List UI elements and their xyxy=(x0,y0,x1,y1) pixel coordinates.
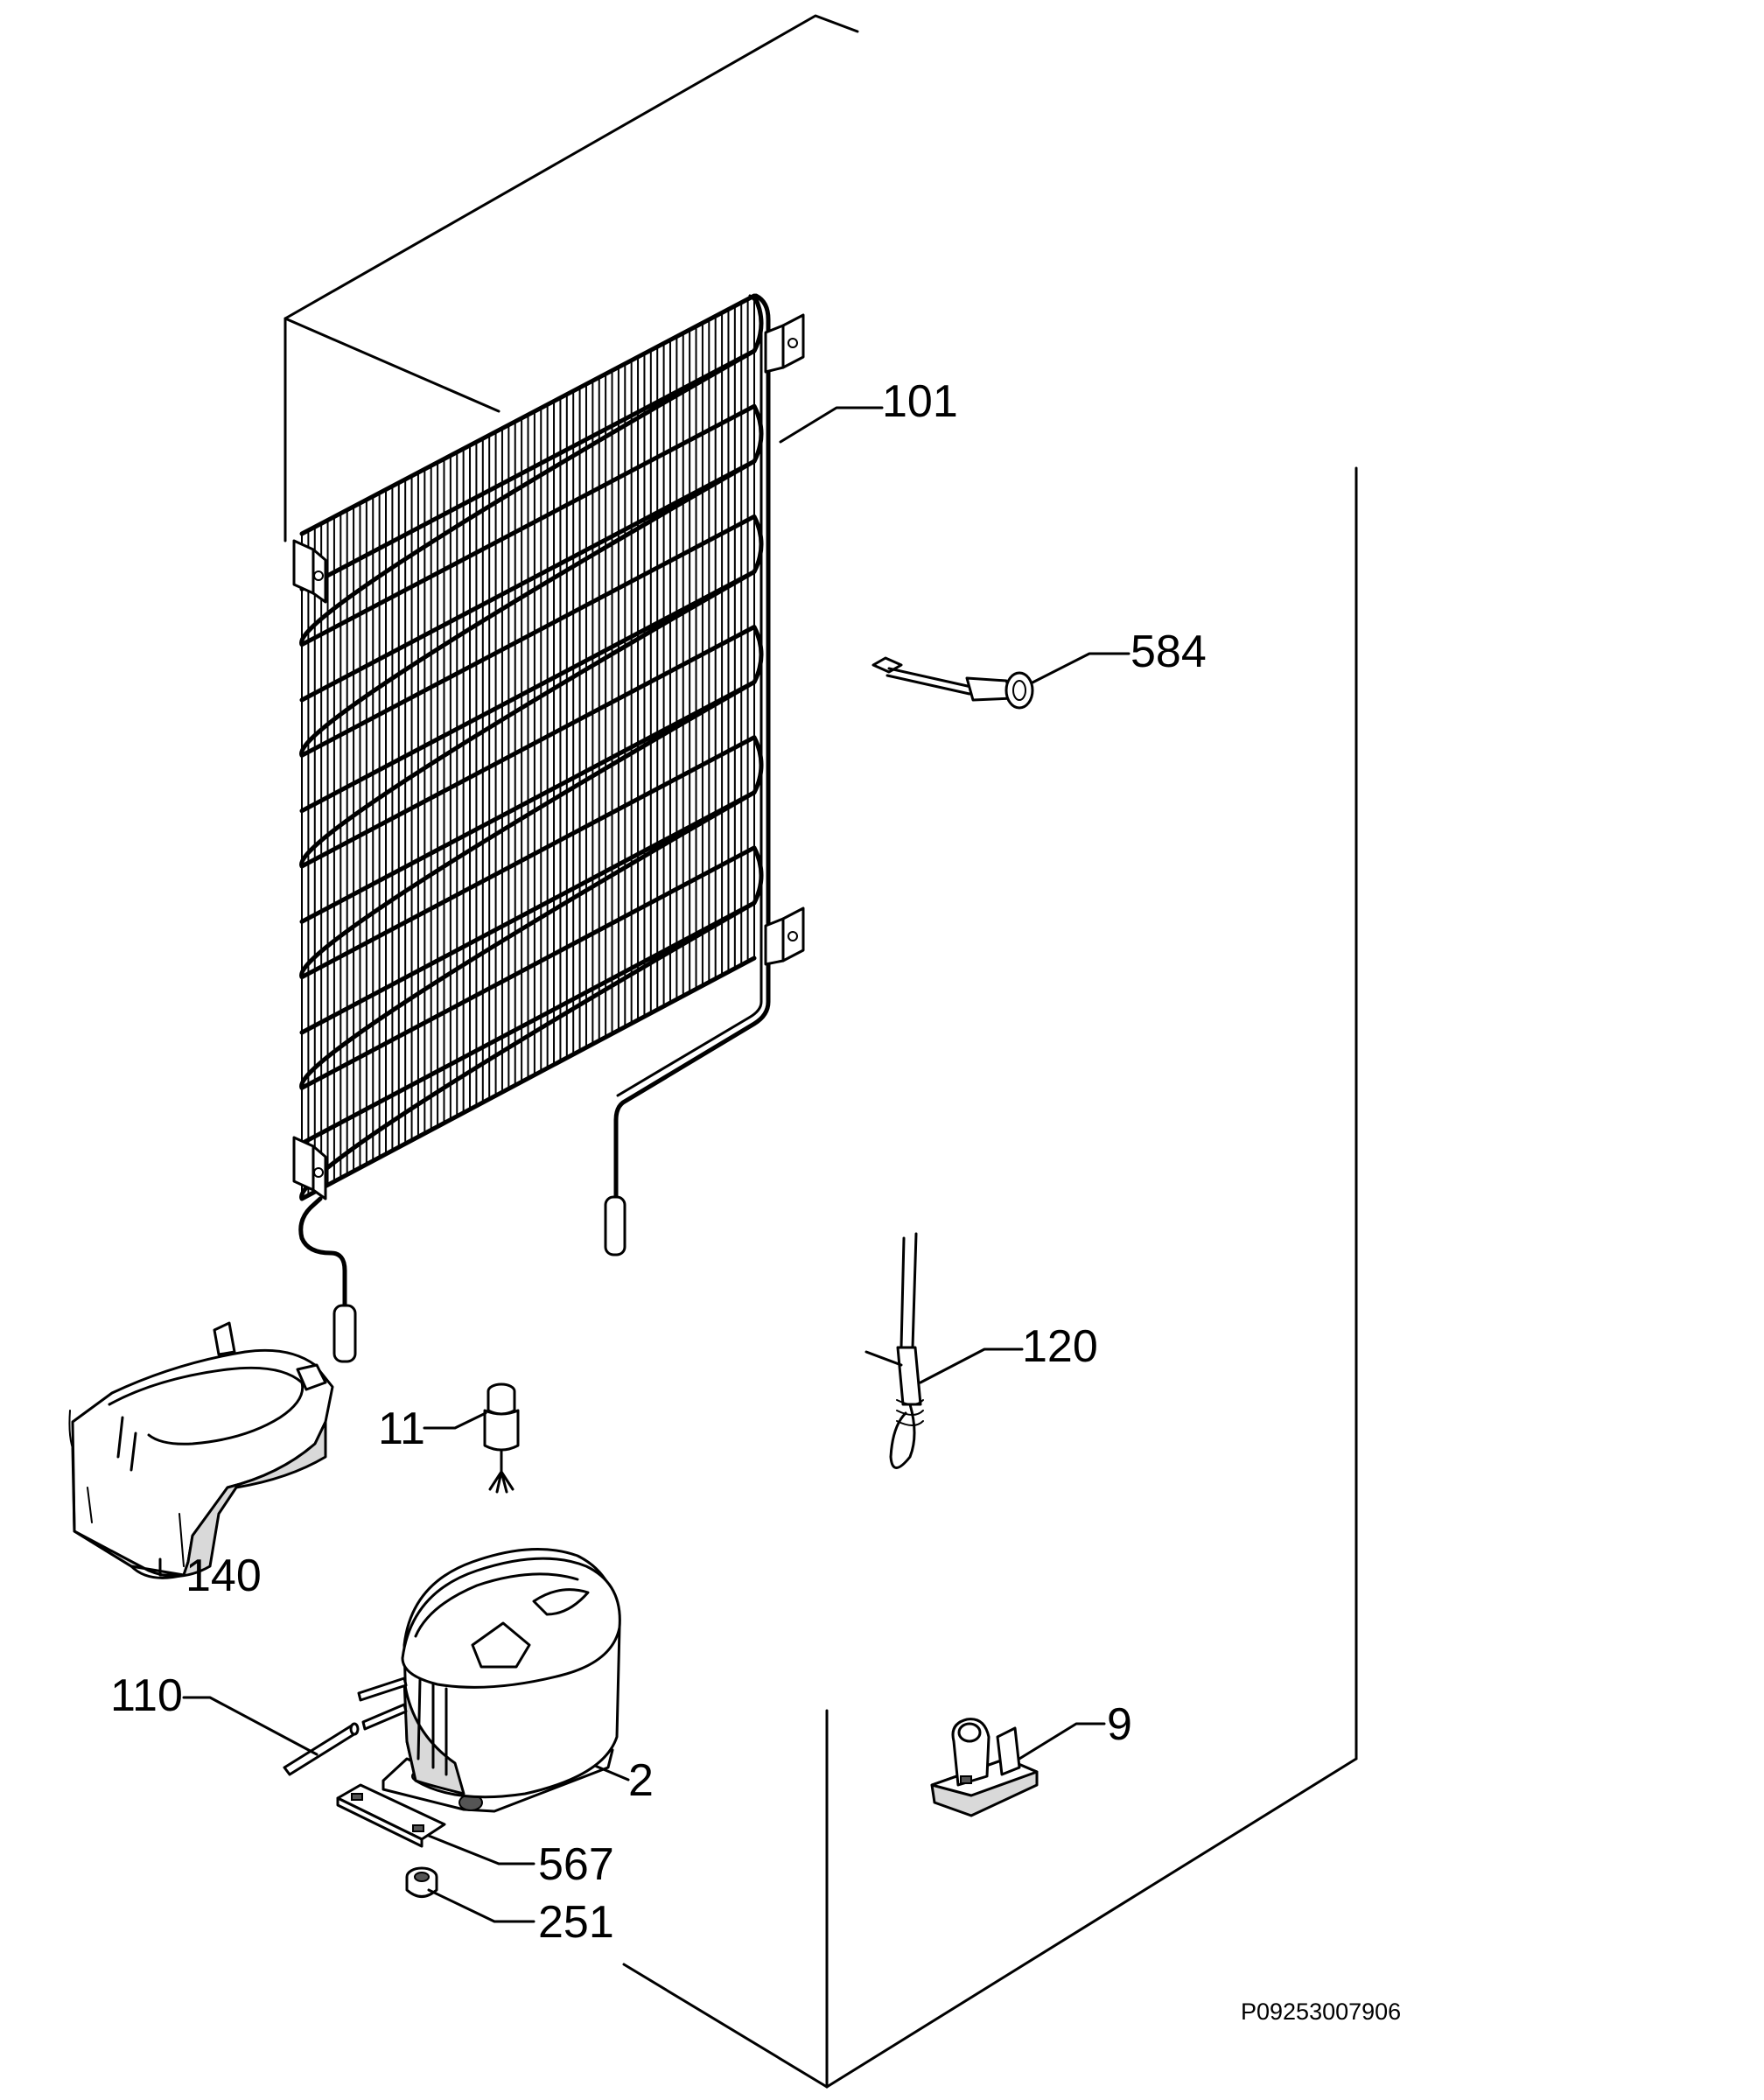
sensor-clip-part xyxy=(872,656,1034,710)
label-mount-plate: 567 xyxy=(538,1839,614,1890)
drawing-code: P09253007906 xyxy=(1241,1998,1401,2025)
bracket-bottom-left xyxy=(292,1136,327,1200)
tube-part xyxy=(283,1722,360,1776)
label-compressor: 2 xyxy=(628,1755,654,1806)
cable-clamp-part xyxy=(930,1718,1039,1817)
label-sensor-clip: 584 xyxy=(1130,626,1207,677)
bracket-top-right xyxy=(764,313,805,374)
drier-valve-part xyxy=(483,1382,520,1494)
label-tube: 110 xyxy=(110,1670,183,1721)
mount-plate-part xyxy=(336,1783,446,1848)
label-wire-sensor: 120 xyxy=(1022,1321,1098,1372)
label-condenser: 101 xyxy=(882,376,958,427)
label-drip-tray: 140 xyxy=(186,1550,262,1601)
bracket-mid-right xyxy=(764,906,805,966)
label-cable-clamp: 9 xyxy=(1107,1699,1132,1750)
label-drier-valve: 11 xyxy=(378,1404,425,1454)
cabinet-outline xyxy=(284,14,1358,2089)
compressor-part xyxy=(357,1547,621,1813)
leader-lines xyxy=(158,406,1130,1923)
drip-tray-part xyxy=(68,1321,334,1579)
bracket-top-left xyxy=(292,539,327,604)
label-grommet: 251 xyxy=(538,1897,614,1948)
wire-sensor-part xyxy=(864,1232,924,1469)
condenser-serpentine-tube xyxy=(300,294,763,1200)
condenser-coil xyxy=(292,293,805,1363)
part-labels: 101 584 120 11 140 110 2 567 251 9 xyxy=(110,376,1207,1948)
